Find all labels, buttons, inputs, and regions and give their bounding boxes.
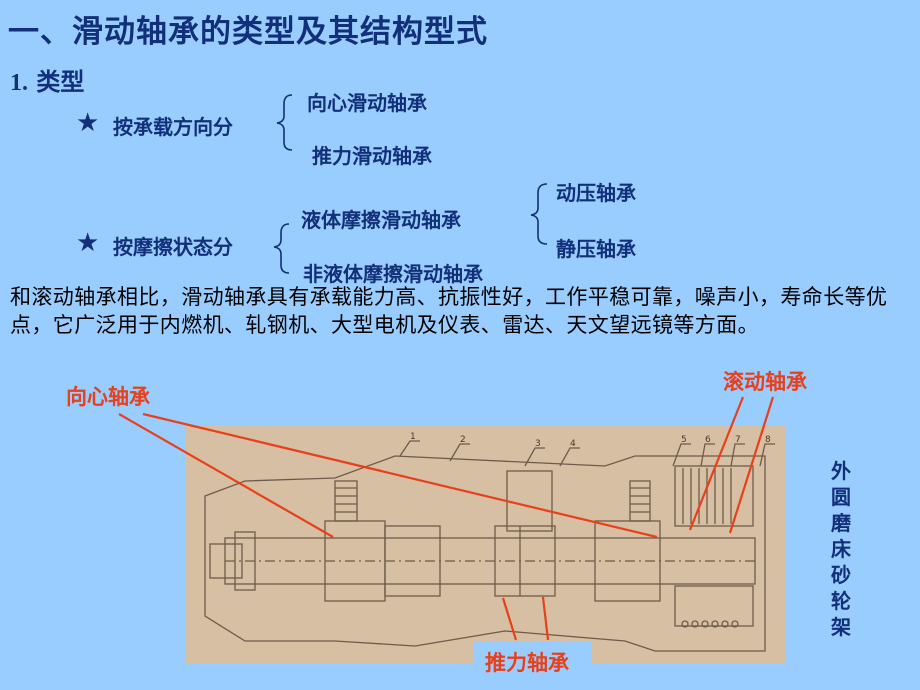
thrust-label-box bbox=[474, 642, 592, 678]
item-fluid-friction-bearing: 液体摩擦滑动轴承 bbox=[301, 208, 461, 232]
callout-thrust-bearing: 推力轴承 bbox=[485, 651, 569, 675]
slide-title: 一、滑动轴承的类型及其结构型式 bbox=[8, 14, 488, 50]
part-number: 8 bbox=[765, 435, 771, 445]
brace-icon bbox=[276, 94, 293, 151]
item-hydrostatic-bearing: 静压轴承 bbox=[556, 237, 636, 261]
part-number: 5 bbox=[681, 435, 687, 445]
drawing-svg: 1 2 3 4 5 6 7 8 bbox=[204, 432, 775, 652]
part-number: 4 bbox=[570, 439, 576, 449]
classification-friction-state: 按摩擦状态分 bbox=[113, 235, 233, 259]
section-heading: 1. 类型 bbox=[10, 62, 84, 97]
item-thrust-sliding-bearing: 推力滑动轴承 bbox=[312, 144, 432, 168]
figure-caption-vertical: 外圆磨床砂轮架 bbox=[831, 459, 851, 639]
grinder-wheelhead-drawing: 1 2 3 4 5 6 7 8 bbox=[185, 426, 785, 663]
classification-load-direction: 按承载方向分 bbox=[113, 115, 233, 139]
star-bullet-icon: ★ bbox=[76, 228, 100, 258]
part-number: 6 bbox=[705, 435, 711, 445]
star-bullet-icon: ★ bbox=[76, 108, 100, 138]
item-non-fluid-friction-bearing: 非液体摩擦滑动轴承 bbox=[303, 262, 483, 286]
part-number: 7 bbox=[735, 435, 741, 445]
brace-icon bbox=[530, 183, 548, 245]
item-hydrodynamic-bearing: 动压轴承 bbox=[556, 181, 636, 205]
part-number: 3 bbox=[535, 439, 541, 449]
callout-radial-bearing: 向心轴承 bbox=[66, 385, 150, 409]
item-radial-sliding-bearing: 向心滑动轴承 bbox=[307, 91, 427, 115]
part-number: 1 bbox=[410, 432, 416, 442]
brace-icon bbox=[273, 223, 290, 274]
section-number: 1. bbox=[10, 70, 28, 96]
callout-rolling-bearing: 滚动轴承 bbox=[723, 370, 807, 394]
advantages-paragraph: 和滚动轴承相比，滑动轴承具有承载能力高、抗振性好，工作平稳可靠，噪声小，寿命长等… bbox=[10, 285, 888, 337]
part-number: 2 bbox=[460, 435, 466, 445]
section-label: 类型 bbox=[36, 68, 85, 96]
